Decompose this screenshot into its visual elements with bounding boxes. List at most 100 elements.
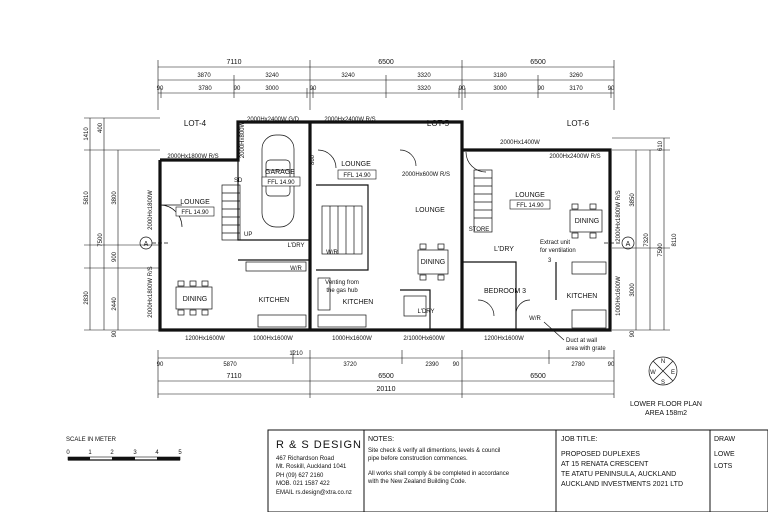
room-wr-5: W/R <box>326 250 338 256</box>
door-swings <box>159 149 531 317</box>
top-dimensions: 7110 6500 6500 3870 3240 3240 3320 3180 … <box>157 59 615 110</box>
room-kitchen-6: KITCHEN <box>567 293 598 300</box>
bottom-row1-5: 2390 <box>425 362 439 368</box>
note-venting-1: Venting from <box>325 280 359 286</box>
left-dim-2: 400 <box>98 122 104 133</box>
right-dim-7: 90 <box>630 330 636 337</box>
scale-tick-0: 0 <box>66 450 70 456</box>
top-row3-6: 3320 <box>417 86 431 92</box>
notes-line-4: with the New Zealand Building Code. <box>367 479 467 485</box>
left-dim-9: 90 <box>112 330 118 337</box>
window-label-w4top: 2000Hx2400W G/D <box>247 117 300 123</box>
top-row2-2: 3240 <box>265 73 279 79</box>
top-row2-1: 3870 <box>197 73 211 79</box>
window-label-w6side: 2000Hx1800W R/S <box>616 190 622 241</box>
left-dim-3: 5810 <box>84 191 90 205</box>
top-row2-3: 3240 <box>341 73 355 79</box>
window-label-w4g: 2000Hx800W <box>240 121 246 158</box>
notes-title: NOTES: <box>368 436 394 443</box>
section-markers: A A <box>139 236 635 250</box>
ffl-garage: FFL 14.90 <box>267 180 295 186</box>
bottom-row1-8: 90 <box>608 362 615 368</box>
compass-n: N <box>661 359 665 365</box>
firm-mobile: MOB. 021 1587 422 <box>276 481 330 487</box>
top-row3-11: 90 <box>608 86 615 92</box>
firm-email: EMAIL rs.design@xtra.co.nz <box>276 490 352 496</box>
top-row2-6: 3260 <box>569 73 583 79</box>
left-dim-5: 900 <box>112 251 118 262</box>
right-dim-2: 3850 <box>630 193 636 207</box>
bottom-row1-6: 90 <box>453 362 460 368</box>
top-row3-9: 90 <box>538 86 545 92</box>
scale-tick-4: 4 <box>155 450 159 456</box>
top-row3-4: 3000 <box>265 86 279 92</box>
note-venting-2: the gas hub <box>326 288 358 294</box>
ffl-lounge-4: FFL 14.90 <box>181 210 209 216</box>
window-label-w4b1: 1200Hx1600W <box>185 336 225 342</box>
right-dim-4: 7500 <box>658 243 664 257</box>
stairs-lot4 <box>221 184 241 241</box>
scale-tick-1: 1 <box>88 450 92 456</box>
notes-line-3: All works shall comply & be completed in… <box>368 471 510 477</box>
plan-notes: Venting from the gas hub Extract unit fo… <box>325 240 606 352</box>
firm-phone: PH (09) 627 2160 <box>276 473 324 479</box>
scale-bar: SCALE IN METER 0 1 2 3 4 5 <box>66 437 182 461</box>
window-label-w6b1: 1200Hx1600W <box>484 336 524 342</box>
job-line-4: AUCKLAND INVESTMENTS 2021 LTD <box>561 481 683 488</box>
section-marker-right: A <box>626 241 631 248</box>
draw-line-1: LOWE <box>714 451 735 458</box>
note-duct-1: Duct at wall <box>566 338 597 344</box>
notes-line-2: pipe before construction commences. <box>368 456 468 462</box>
bottom-row1-3: 1210 <box>289 351 303 357</box>
window-label-w5m: 2000Hx600W R/S <box>402 172 450 178</box>
room-laundry-6: L'DRY <box>494 246 514 253</box>
window-label-w4side2: 2000Hx1800W R/S <box>148 266 154 317</box>
window-label-w5b1: 1000Hx1600W <box>332 336 372 342</box>
job-line-3: TE ATATU PENINSULA, AUCKLAND <box>561 471 676 478</box>
top-row2-4: 3320 <box>417 73 431 79</box>
lot-label-5: LOT-5 <box>427 119 450 128</box>
room-store-6: STORE <box>469 227 490 233</box>
scale-tick-5: 5 <box>178 450 182 456</box>
window-labels: 2000Hx2400W G/D 2000Hx800W 2000Hx1800W R… <box>148 117 622 342</box>
bottom-dimensions: 90 5870 1210 3720 2390 90 2780 90 7110 6… <box>157 350 615 398</box>
window-label-w4side: 2000Hx1800W <box>148 190 154 230</box>
section-marker-left: A <box>144 241 149 248</box>
stairs-lot5 <box>321 205 363 255</box>
bottom-overall-1: 7110 <box>226 373 241 380</box>
right-dim-5: 8110 <box>672 233 678 247</box>
room-dining-6: DINING <box>575 218 600 225</box>
note-extract-2: for ventilation <box>540 248 576 254</box>
room-wr-4: W/R <box>290 266 302 272</box>
window-label-w6top: 2000Hx1400W <box>500 140 540 146</box>
bottom-row1-2: 5870 <box>223 362 237 368</box>
top-row3-7: 90 <box>459 86 466 92</box>
bottom-overall-3: 6500 <box>530 373 546 380</box>
firm-address-1: 467 Richardson Road <box>276 456 334 462</box>
left-dim-6: 7500 <box>98 233 104 247</box>
height-tag: 860 <box>310 154 316 165</box>
ffl-lot6: FFL 14.90 <box>516 203 544 209</box>
walls <box>158 120 612 332</box>
room-lounge-6: LOUNGE <box>515 192 545 199</box>
window-label-w4b2: 1000Hx1600W <box>253 336 293 342</box>
lot-label-6: LOT-6 <box>567 119 590 128</box>
dining-table-lot5 <box>417 243 449 281</box>
compass-icon: N E S W <box>648 356 678 386</box>
compass-w: W <box>650 370 656 376</box>
left-dim-4: 3800 <box>112 191 118 205</box>
job-label: JOB TITLE: <box>561 436 597 443</box>
bottom-row1-4: 3720 <box>343 362 357 368</box>
title-block: R & S DESIGN 467 Richardson Road Mt. Ros… <box>276 436 736 496</box>
stair-up-tag: UP <box>244 232 252 238</box>
room-kitchen-4: KITCHEN <box>259 297 290 304</box>
kitchen-benches <box>245 261 607 329</box>
plan-caption-area: AREA 158m2 <box>645 410 687 417</box>
window-label-w5b2: 2/1000Hx600W <box>403 336 445 342</box>
scale-tick-3: 3 <box>133 450 137 456</box>
room-lounge-4: LOUNGE <box>180 199 210 206</box>
note-duct-2: area with grate <box>566 346 606 352</box>
firm-name: R & S DESIGN <box>276 439 362 451</box>
top-overall-1: 7110 <box>226 59 241 66</box>
